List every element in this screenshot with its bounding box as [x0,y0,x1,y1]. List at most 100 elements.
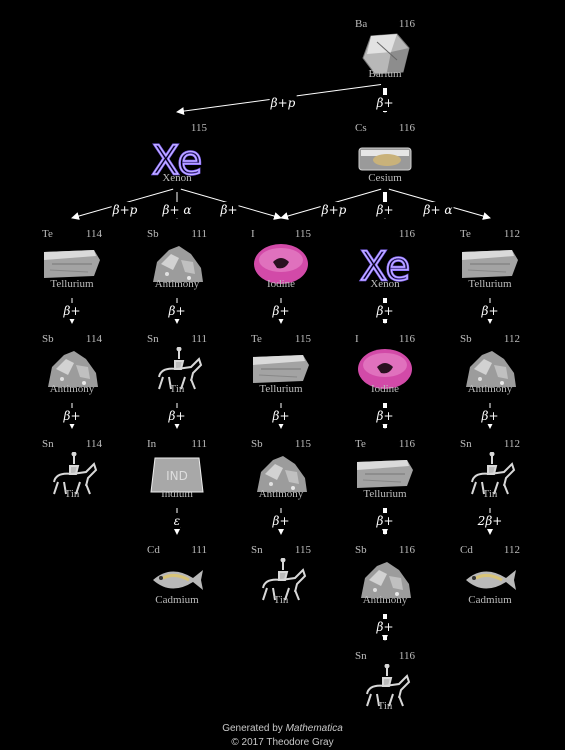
generated-product: Mathematica [285,723,343,734]
element-name: Antimony [49,383,95,395]
rock-specimen-icon [149,242,205,286]
mass-number: 115 [294,544,311,556]
fish-specimen-icon [149,558,205,602]
element-name: Tin [273,594,289,606]
element-name: Tellurium [468,278,512,290]
element-symbol: Te [251,333,262,345]
mass-number: 112 [503,228,520,240]
element-symbol: Ba [355,18,368,30]
decay-mode-label: β+p [269,95,297,111]
element-symbol: Sn [251,544,263,556]
footer-generated: Generated by Mathematica [0,723,565,734]
horse-specimen-icon [149,346,205,391]
element-symbol: Cd [147,544,160,556]
crystal-specimen-icon [357,32,413,76]
svg-text:Xe: Xe [360,244,410,286]
element-name: Cadmium [155,594,199,606]
element-symbol: In [147,438,157,450]
decay-mode-label: β+ [271,302,291,319]
element-name: Antimony [154,278,200,290]
mass-number: 114 [85,228,102,240]
decay-mode-label: ε [172,513,182,529]
decay-mode-label: β+ [62,302,82,319]
decay-mode-label: β+p [111,202,139,218]
mass-number: 111 [191,438,207,450]
element-name: Tellurium [50,278,94,290]
mass-number: 115 [294,228,311,240]
horse-specimen-icon [357,663,413,708]
element-symbol: Sn [147,333,159,345]
element-name: Iodine [370,383,400,395]
decay-mode-label: 2β+ [476,513,504,529]
decay-mode-label: β+ [167,302,187,319]
element-symbol: I [251,228,255,240]
bar-specimen-icon [462,242,518,286]
element-name: Tin [482,488,498,500]
element-symbol: I [355,333,359,345]
svg-text:IND: IND [166,469,188,483]
rock-specimen-icon [357,558,413,602]
decay-mode-label: β+ α [161,202,193,218]
decay-mode-label: β+ [375,407,395,424]
decay-mode-label: β+ [167,407,187,424]
iodine-specimen-icon [357,347,413,391]
element-symbol: Sb [42,333,54,345]
element-symbol: Cs [355,122,367,134]
element-symbol: Sb [251,438,263,450]
element-symbol: Sb [460,333,472,345]
rock-specimen-icon [462,347,518,391]
element-symbol: Sn [460,438,472,450]
mass-number: 114 [85,438,102,450]
svg-text:Xe: Xe [152,138,202,180]
element-symbol: Te [42,228,53,240]
decay-mode-label: β+ [219,202,239,218]
bar-specimen-icon [44,242,100,286]
element-name: Tin [64,488,80,500]
mass-number: 115 [294,438,311,450]
mass-number: 116 [398,438,415,450]
element-symbol: Sb [147,228,159,240]
generated-prefix: Generated by [222,723,286,734]
element-name: Antimony [362,594,408,606]
mass-number: 116 [398,650,415,662]
decay-mode-label: β+ [62,407,82,424]
element-symbol: Te [460,228,471,240]
bar-specimen-icon [357,452,413,496]
element-name: Cadmium [468,594,512,606]
element-name: Xenon [162,172,192,184]
element-name: Antimony [258,488,304,500]
decay-mode-label: β+ α [422,202,454,218]
svg-text:Xe: Xe [360,244,410,286]
decay-mode-label: β+ [375,302,395,319]
mass-number: 116 [398,228,415,240]
element-name: Tin [169,383,185,395]
iodine-specimen-icon [253,242,309,286]
fish-specimen-icon [462,558,518,602]
mass-number: 115 [294,333,311,345]
element-name: Tellurium [363,488,407,500]
element-name: Antimony [467,383,513,395]
decay-mode-label: β+ [271,407,291,424]
element-symbol: Te [355,438,366,450]
decay-mode-label: β+ [375,513,395,529]
